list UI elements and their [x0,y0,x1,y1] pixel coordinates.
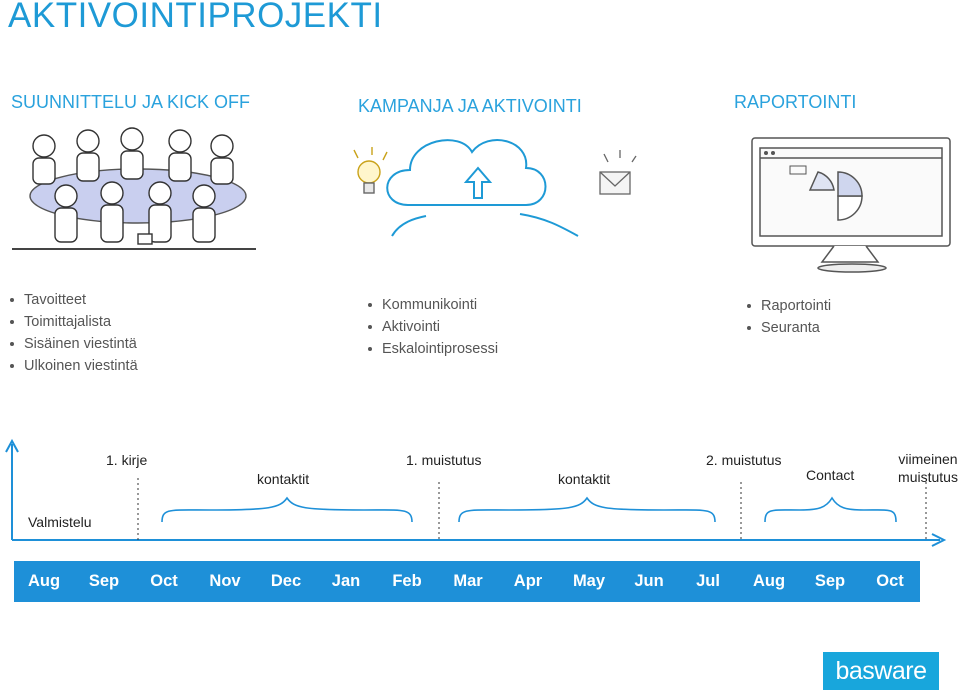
month-bar: Aug Sep Oct Nov Dec Jan Feb Mar Apr May … [14,561,920,602]
list-item: Eskalointiprosessi [366,338,498,360]
brace-label: kontaktit [558,471,610,487]
month-label: Nov [194,572,256,591]
timeline-event-label: 2. muistutus [706,452,781,468]
month-label: Aug [14,572,74,591]
month-label: Sep [800,572,860,591]
list-item: Tavoitteet [8,289,138,311]
campaign-illustration [354,140,636,236]
month-label: Mar [438,572,498,591]
list-item: Ulkoinen viestintä [8,355,138,377]
month-label: Oct [860,572,920,591]
monitor-illustration [752,138,950,272]
month-label: Jul [678,572,738,591]
list-item: Seuranta [745,317,831,339]
brace-label: kontaktit [257,471,309,487]
basware-logo: basware [823,652,939,690]
month-label: Jan [316,572,376,591]
list-item: Sisäinen viestintä [8,333,138,355]
list-item: Raportointi [745,295,831,317]
reporting-list: Raportointi Seuranta [745,295,831,339]
month-label: Jun [620,572,678,591]
timeline-event-label: viimeinen muistutus [893,450,960,486]
month-label: Apr [498,572,558,591]
month-label: Feb [376,572,438,591]
timeline-event-label: 1. muistutus [406,452,481,468]
month-label: Oct [134,572,194,591]
month-label: Sep [74,572,134,591]
timeline-start-label: Valmistelu [28,514,92,530]
planning-list: Tavoitteet Toimittajalista Sisäinen vies… [8,289,138,377]
campaign-list: Kommunikointi Aktivointi Eskalointiprose… [366,294,498,360]
month-label: May [558,572,620,591]
timeline-braces [162,498,896,522]
meeting-illustration [12,128,256,249]
timeline-event-label: 1. kirje [106,452,147,468]
envelope-icon [600,150,636,194]
lightbulb-icon [354,147,387,193]
list-item: Aktivointi [366,316,498,338]
list-item: Kommunikointi [366,294,498,316]
brace-label: Contact [806,467,854,483]
month-label: Aug [738,572,800,591]
list-item: Toimittajalista [8,311,138,333]
month-label: Dec [256,572,316,591]
